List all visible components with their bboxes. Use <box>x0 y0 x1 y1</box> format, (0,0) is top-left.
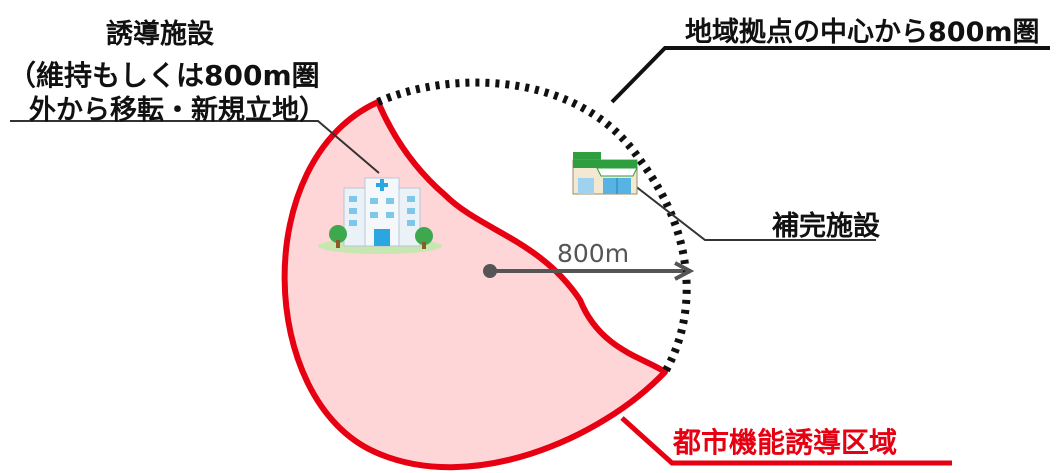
radius-circle-label: 地域拠点の中心から800m圏 <box>685 17 1040 48</box>
complementary-facility-label: 補完施設 <box>772 211 880 242</box>
radius-arrow <box>483 261 695 281</box>
induction-facility-note-line1: （維持もしくは800m圏 <box>8 59 320 92</box>
supermarket-icon <box>572 152 638 195</box>
leader-urban-function-area <box>620 416 952 466</box>
urban-function-area-label: 都市機能誘導区域 <box>673 426 898 459</box>
leader-complementary-facility <box>629 181 876 241</box>
urban-function-area <box>281 99 668 471</box>
hospital-icon <box>318 177 442 254</box>
induction-facility-note-line2: 外から移転・新規立地） <box>29 95 326 126</box>
leader-induction-facility <box>10 120 380 174</box>
induction-facility-title: 誘導施設 <box>106 19 214 50</box>
distance-label: 800m <box>557 239 630 268</box>
leader-radius-circle <box>610 46 1050 104</box>
radius-circle-800m <box>376 78 691 374</box>
